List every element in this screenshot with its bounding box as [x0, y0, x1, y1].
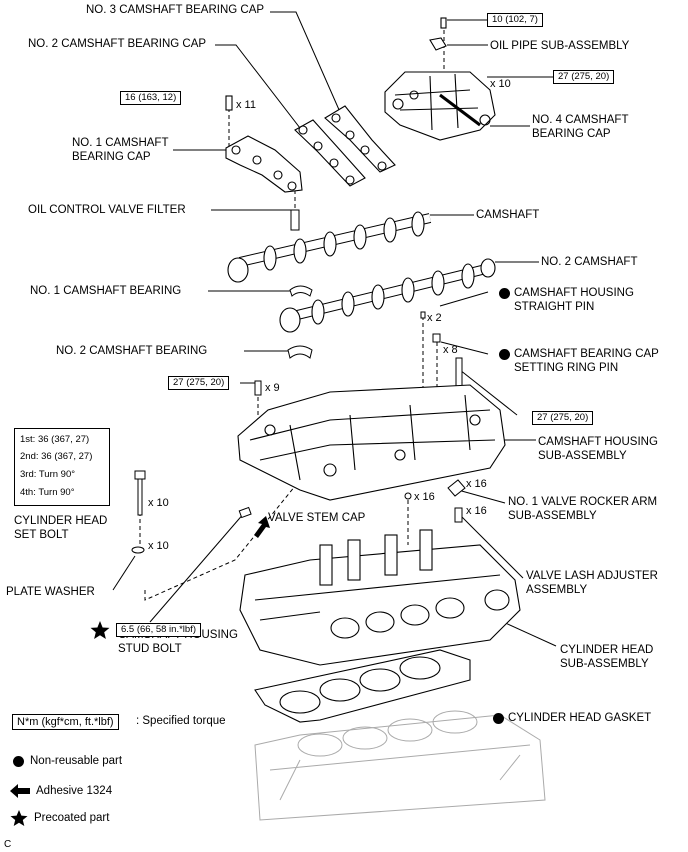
qty-stem-cap: x 16	[414, 491, 435, 503]
straight-pin-label-1: CAMSHAFT HOUSING	[514, 287, 634, 299]
no1-camshaft-bearing	[289, 285, 313, 297]
valve-stem-cap	[238, 506, 252, 519]
head-label-2: SUB-ASSEMBLY	[560, 658, 649, 670]
straight-pin	[420, 311, 426, 319]
camshaft-label: CAMSHAFT	[476, 209, 540, 221]
head-bolt-torque-table: 1st: 36 (367, 27) 2nd: 36 (367, 27) 3rd:…	[14, 428, 110, 506]
gasket-label: CYLINDER HEAD GASKET	[508, 712, 652, 724]
adhesive-legend-icon	[10, 784, 30, 798]
lash-label-1: VALVE LASH ADJUSTER	[526, 570, 658, 582]
rocker-label-2: SUB-ASSEMBLY	[508, 510, 597, 522]
rocker-label-1: NO. 1 VALVE ROCKER ARM	[508, 496, 658, 508]
rocker-arm	[404, 479, 466, 523]
no1-cap-label-2: BEARING CAP	[72, 151, 151, 163]
non-reusable-dot-icon	[499, 349, 510, 360]
legend-precoated: Precoated part	[34, 812, 110, 824]
qty-no1-cap-bolt: x 11	[236, 99, 256, 111]
ring-pin	[432, 333, 441, 343]
torque-step-3: 3rd: Turn 90°	[20, 469, 76, 480]
oil-pipe-label: OIL PIPE SUB-ASSEMBLY	[490, 40, 630, 52]
no4-cap-label-2: BEARING CAP	[532, 128, 611, 140]
camshaft-housing	[237, 384, 506, 501]
lash-label-2: ASSEMBLY	[526, 584, 588, 596]
housing-right-torque: 27 (275, 20)	[532, 411, 594, 425]
no4-cap-label-1: NO. 4 CAMSHAFT	[532, 114, 629, 126]
stud-torque: 6.5 (66, 58 in.*lbf)	[116, 623, 201, 637]
cylinder-head	[239, 529, 521, 666]
ring-pin-label-1: CAMSHAFT BEARING CAP	[514, 348, 659, 360]
stem-cap-label: VALVE STEM CAP	[268, 512, 366, 524]
no2-camshaft	[279, 258, 496, 333]
no2-cap-label: NO. 2 CAMSHAFT BEARING CAP	[28, 38, 207, 50]
legend-torque-text: : Specified torque	[136, 715, 226, 727]
ocv-filter-label: OIL CONTROL VALVE FILTER	[28, 204, 186, 216]
ocv-filter	[290, 209, 300, 231]
housing-label-2: SUB-ASSEMBLY	[538, 450, 627, 462]
qty-lash: x 16	[466, 505, 487, 517]
no2-camshaft-bearing	[287, 345, 313, 359]
qty-ring-pin: x 8	[443, 344, 458, 356]
housing-label-1: CAMSHAFT HOUSING	[538, 436, 658, 448]
torque-step-1: 1st: 36 (367, 27)	[20, 434, 90, 445]
qty-head-bolt: x 10	[148, 497, 169, 509]
no2-bearing-cap	[294, 119, 366, 187]
housing-bolt-left	[254, 380, 262, 396]
non-reusable-dot-icon	[493, 713, 504, 724]
stud-label-2: STUD BOLT	[118, 643, 182, 655]
legend-non-reusable: Non-reusable part	[30, 755, 123, 767]
qty-rocker: x 16	[466, 478, 487, 490]
no2-camshaft-label: NO. 2 CAMSHAFT	[541, 256, 638, 268]
no3-cap-label: NO. 3 CAMSHAFT BEARING CAP	[86, 4, 265, 16]
straight-pin-label-2: STRAIGHT PIN	[514, 301, 595, 313]
torque-step-4: 4th: Turn 90°	[20, 487, 75, 498]
legend-torque-box: N*m (kgf*cm, ft.*lbf)	[12, 714, 119, 730]
leader-lines	[112, 11, 557, 647]
corner-code: C	[4, 839, 12, 850]
cylinder-block	[254, 710, 546, 821]
qty-plate-washer: x 10	[148, 540, 169, 552]
head-gasket	[254, 649, 471, 723]
oil-pipe-torque: 10 (102, 7)	[487, 13, 543, 27]
camshaft	[227, 211, 432, 283]
ring-pin-label-2: SETTING RING PIN	[514, 362, 619, 374]
no4-bearing-cap-assembly	[384, 17, 496, 141]
torque-step-2: 2nd: 36 (367, 27)	[20, 451, 93, 462]
no3-bearing-cap	[324, 105, 396, 173]
head-bolt	[131, 470, 146, 554]
head-bolt-label-2: SET BOLT	[14, 529, 69, 541]
qty-no4-cap-bolt: x 10	[490, 78, 511, 90]
legend-non-reusable-dot-icon	[13, 756, 24, 767]
no1-bearing-cap	[225, 95, 303, 193]
plate-washer-label: PLATE WASHER	[6, 586, 95, 598]
no1-cap-label-1: NO. 1 CAMSHAFT	[72, 137, 169, 149]
no1-bearing-label: NO. 1 CAMSHAFT BEARING	[30, 285, 182, 297]
precoated-star-icon	[90, 621, 110, 639]
head-label-1: CYLINDER HEAD	[560, 644, 654, 656]
qty-housing-bolt: x 9	[265, 382, 280, 394]
housing-left-torque: 27 (275, 20)	[168, 376, 230, 390]
no1-cap-torque: 16 (163, 12)	[120, 91, 182, 105]
no2-bearing-label: NO. 2 CAMSHAFT BEARING	[56, 345, 208, 357]
legend-adhesive: Adhesive 1324	[36, 785, 113, 797]
qty-straight-pin: x 2	[427, 312, 442, 324]
adhesive-arrow-icon	[254, 516, 270, 538]
no4-cap-torque: 27 (275, 20)	[553, 70, 615, 84]
precoated-legend-star-icon	[10, 810, 28, 826]
head-bolt-label-1: CYLINDER HEAD	[14, 515, 108, 527]
non-reusable-dot-icon	[499, 288, 510, 299]
